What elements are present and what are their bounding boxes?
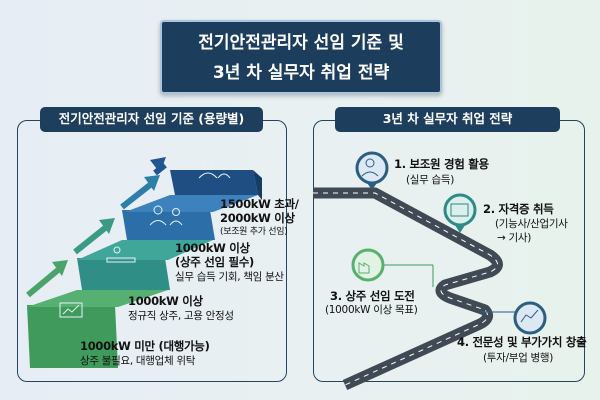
step-2: [77, 240, 213, 290]
step-4-title: 1500kW 초과/: [220, 197, 299, 211]
strategy-1-desc: (실무 습득): [406, 174, 455, 186]
career-road: [313, 187, 503, 391]
two-workers-icon: [153, 205, 163, 215]
step-3-desc: 실무 습득 기회, 책임 분산: [175, 271, 284, 283]
investment-chart-icon: [513, 301, 547, 335]
right-panel-header: 3년 차 실무자 취업 전략: [335, 107, 560, 132]
strategy-2-title: 2. 자격증 취득: [483, 202, 554, 216]
assistant-shield-icon: [355, 151, 389, 190]
strategy-2-desc-2: → 기사): [497, 232, 532, 244]
strategy-2-desc: (기능사/산업기사: [495, 218, 568, 230]
step-2-title: 1000kW 이상: [128, 294, 203, 308]
step-3-title-2: (상주 선임 필수): [175, 255, 254, 269]
step-4-desc: (보조원 추가 선임): [220, 227, 288, 237]
monitor-chart-icon: [59, 302, 83, 318]
strategy-3-title: 3. 상주 선임 도전: [330, 289, 415, 303]
growth-arrows: [26, 157, 167, 298]
strategy-1-title: 1. 보조원 경험 활용: [394, 157, 489, 171]
step-1-desc: 상주 불필요, 대행업체 위탁: [80, 355, 196, 367]
strategy-4-desc: (투자/부업 병행): [483, 352, 554, 364]
main-title: 전기안전관리자 선임 기준 및 3년 차 실무자 취업 전략: [160, 20, 442, 94]
title-line-2: 3년 차 실무자 취업 전략: [212, 63, 390, 83]
step-3: [122, 195, 258, 240]
desk-worker-icon: [106, 257, 136, 263]
title-line-1: 전기안전관리자 선임 기준 및: [198, 33, 404, 53]
step-icons: [59, 158, 231, 318]
step-1-title: 1000kW 미만 (대행가능): [80, 339, 210, 353]
step-4-title-2: 2000kW 이상: [220, 211, 295, 225]
step-3-title: 1000kW 이상: [175, 241, 250, 255]
factory-worker-icon: [351, 248, 385, 282]
strategy-3-desc: (1000kW 이상 목표): [325, 304, 418, 316]
step-2-desc: 정규직 상주, 고용 안정성: [128, 310, 234, 322]
strategy-4-title: 4. 전문성 및 부가가치 창출: [457, 335, 587, 349]
left-panel-header: 전기안전관리자 선임 기준 (용량별): [40, 107, 263, 132]
certificate-icon: [443, 193, 477, 233]
step-4: [170, 170, 262, 200]
worker-team-icon: [203, 158, 213, 168]
